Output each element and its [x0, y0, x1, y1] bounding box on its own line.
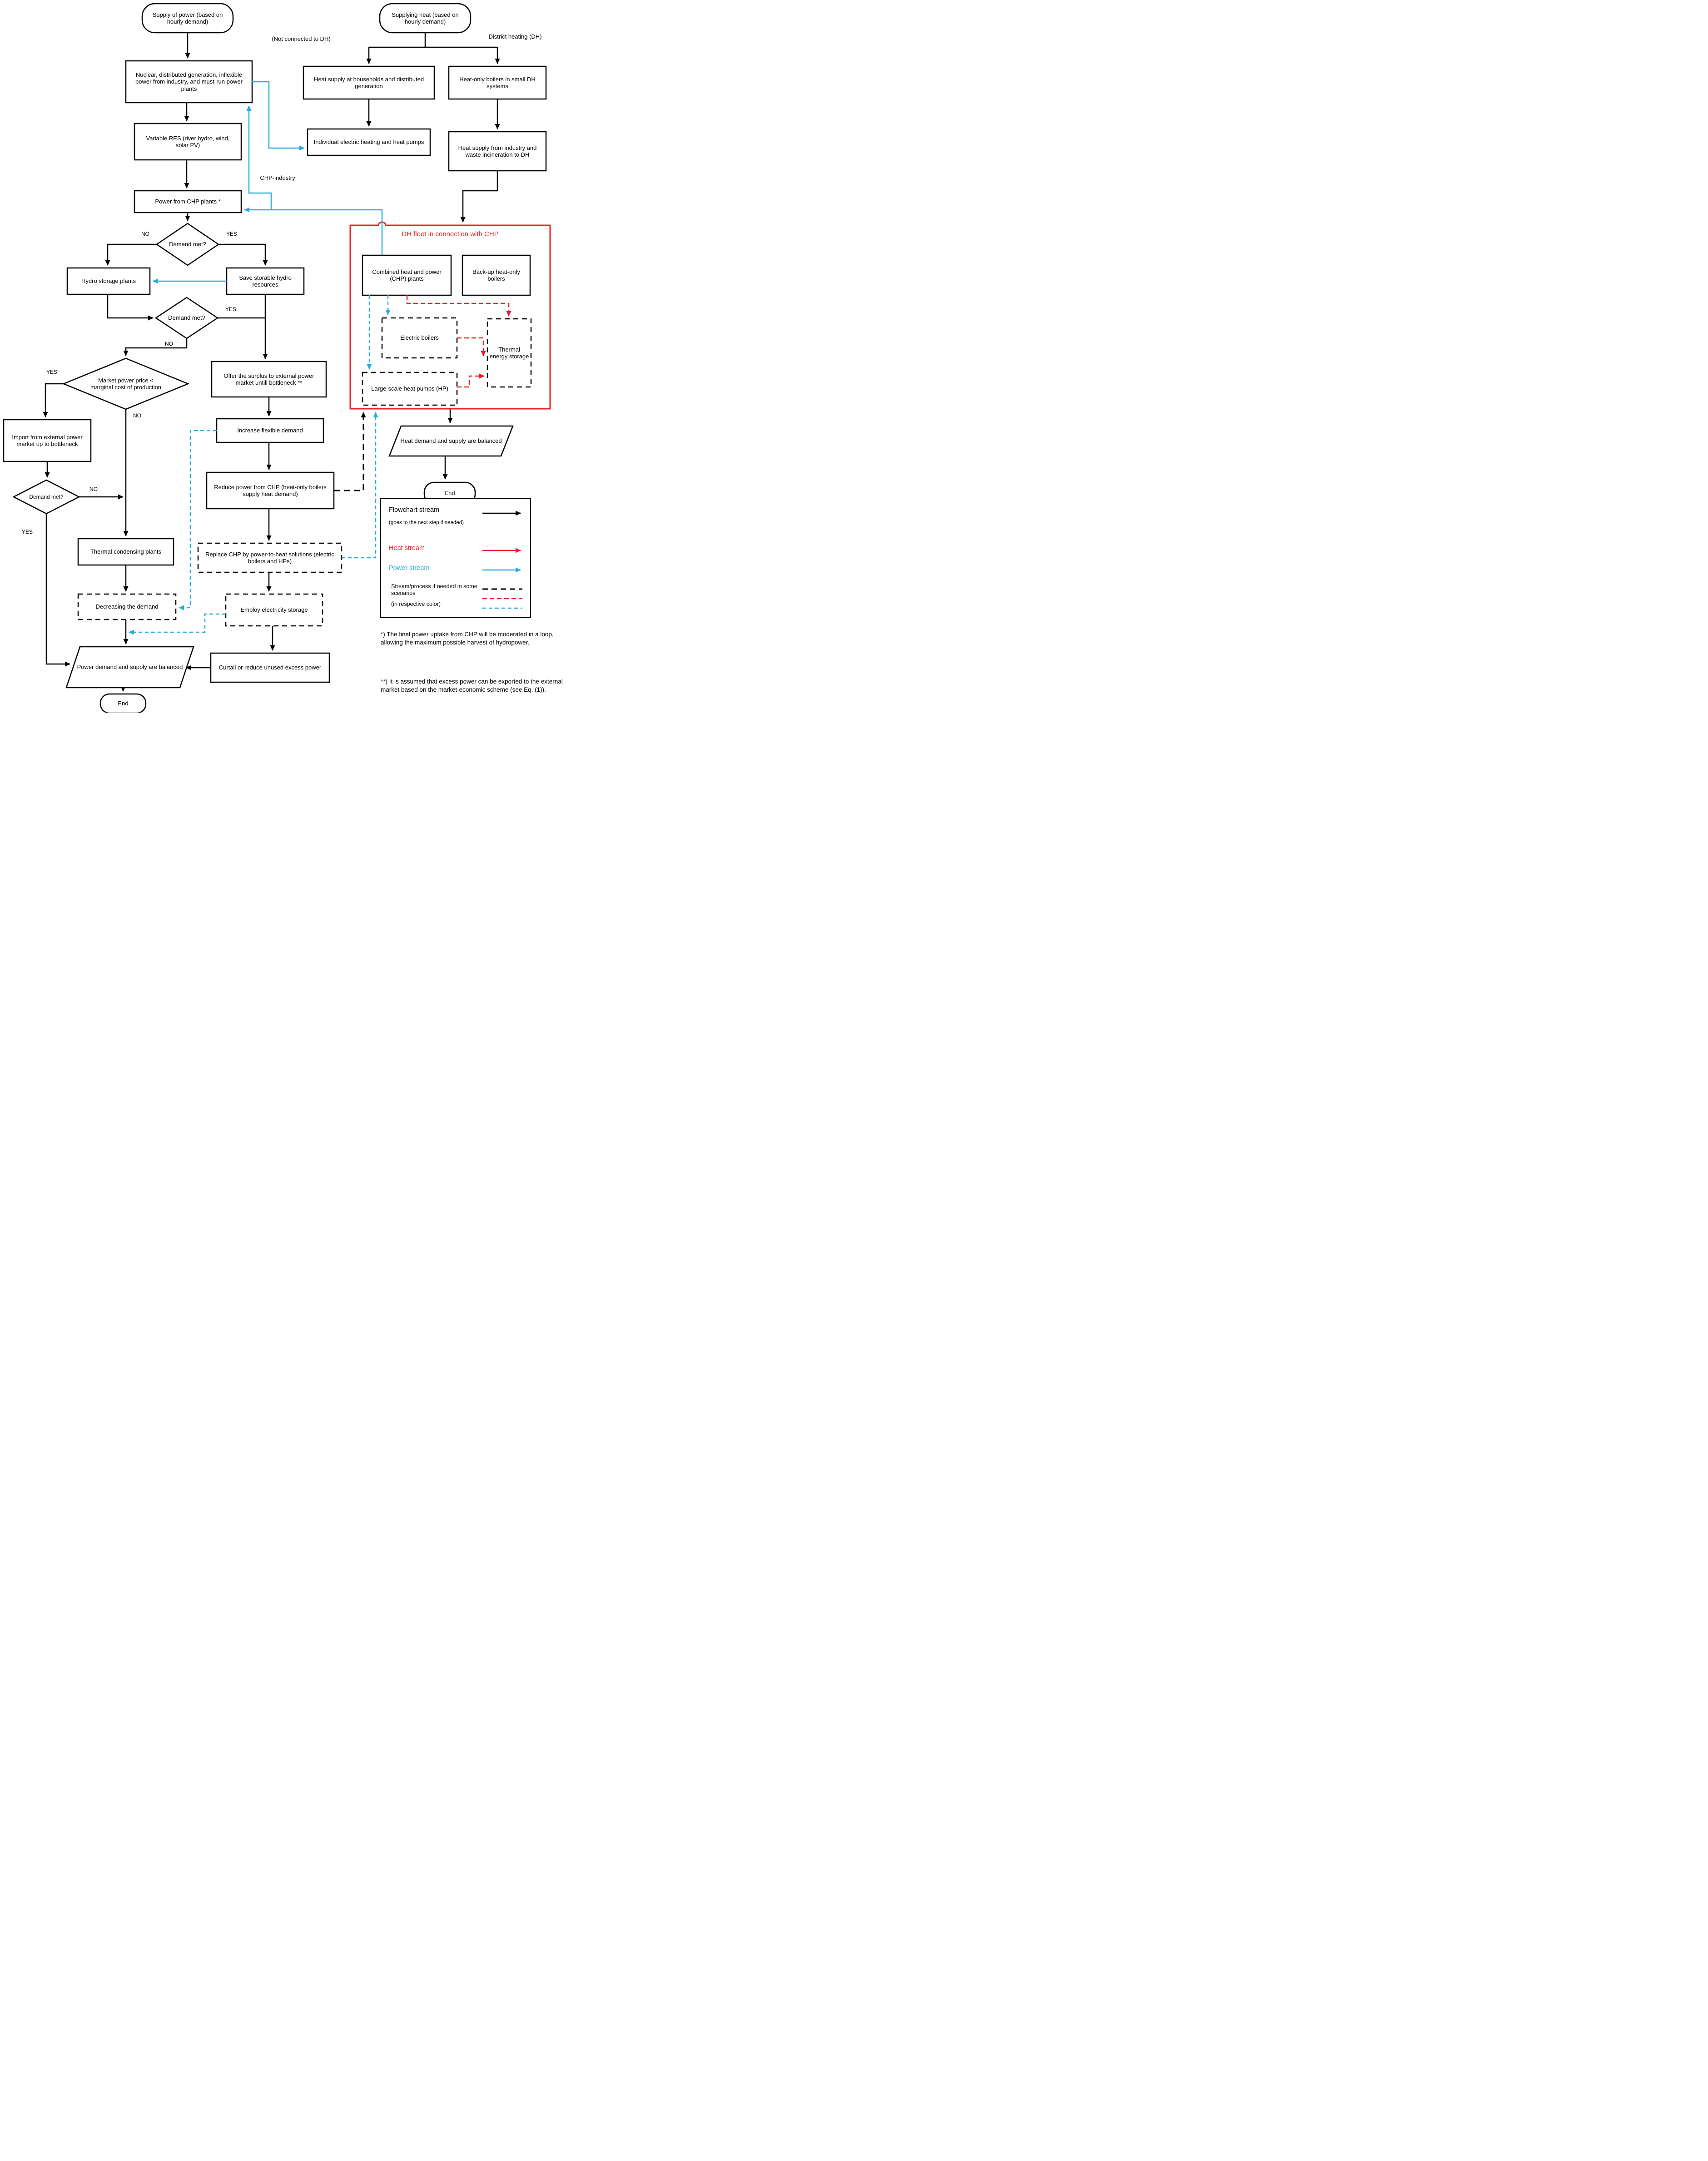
- footnote-chp-loop: *) The final power uptake from CHP will …: [381, 631, 554, 646]
- legend-frame: [380, 498, 531, 618]
- flow-stream-lines: [43, 33, 500, 692]
- footnote-excess-export: **) It is assumed that excess power can …: [381, 678, 563, 693]
- heat-dashed-lines: [406, 295, 511, 388]
- flow-connectors: [3, 3, 551, 713]
- legend-sample-lines: [482, 511, 522, 609]
- power-stream-lines: [153, 81, 383, 284]
- node-shapes: [3, 3, 551, 713]
- power-dashed-lines: [129, 295, 391, 635]
- dh-fleet-container: [349, 224, 551, 410]
- flow-dashed-lines: [334, 412, 366, 491]
- flowchart-canvas: Supply of power (based on hourly demand)…: [0, 0, 563, 713]
